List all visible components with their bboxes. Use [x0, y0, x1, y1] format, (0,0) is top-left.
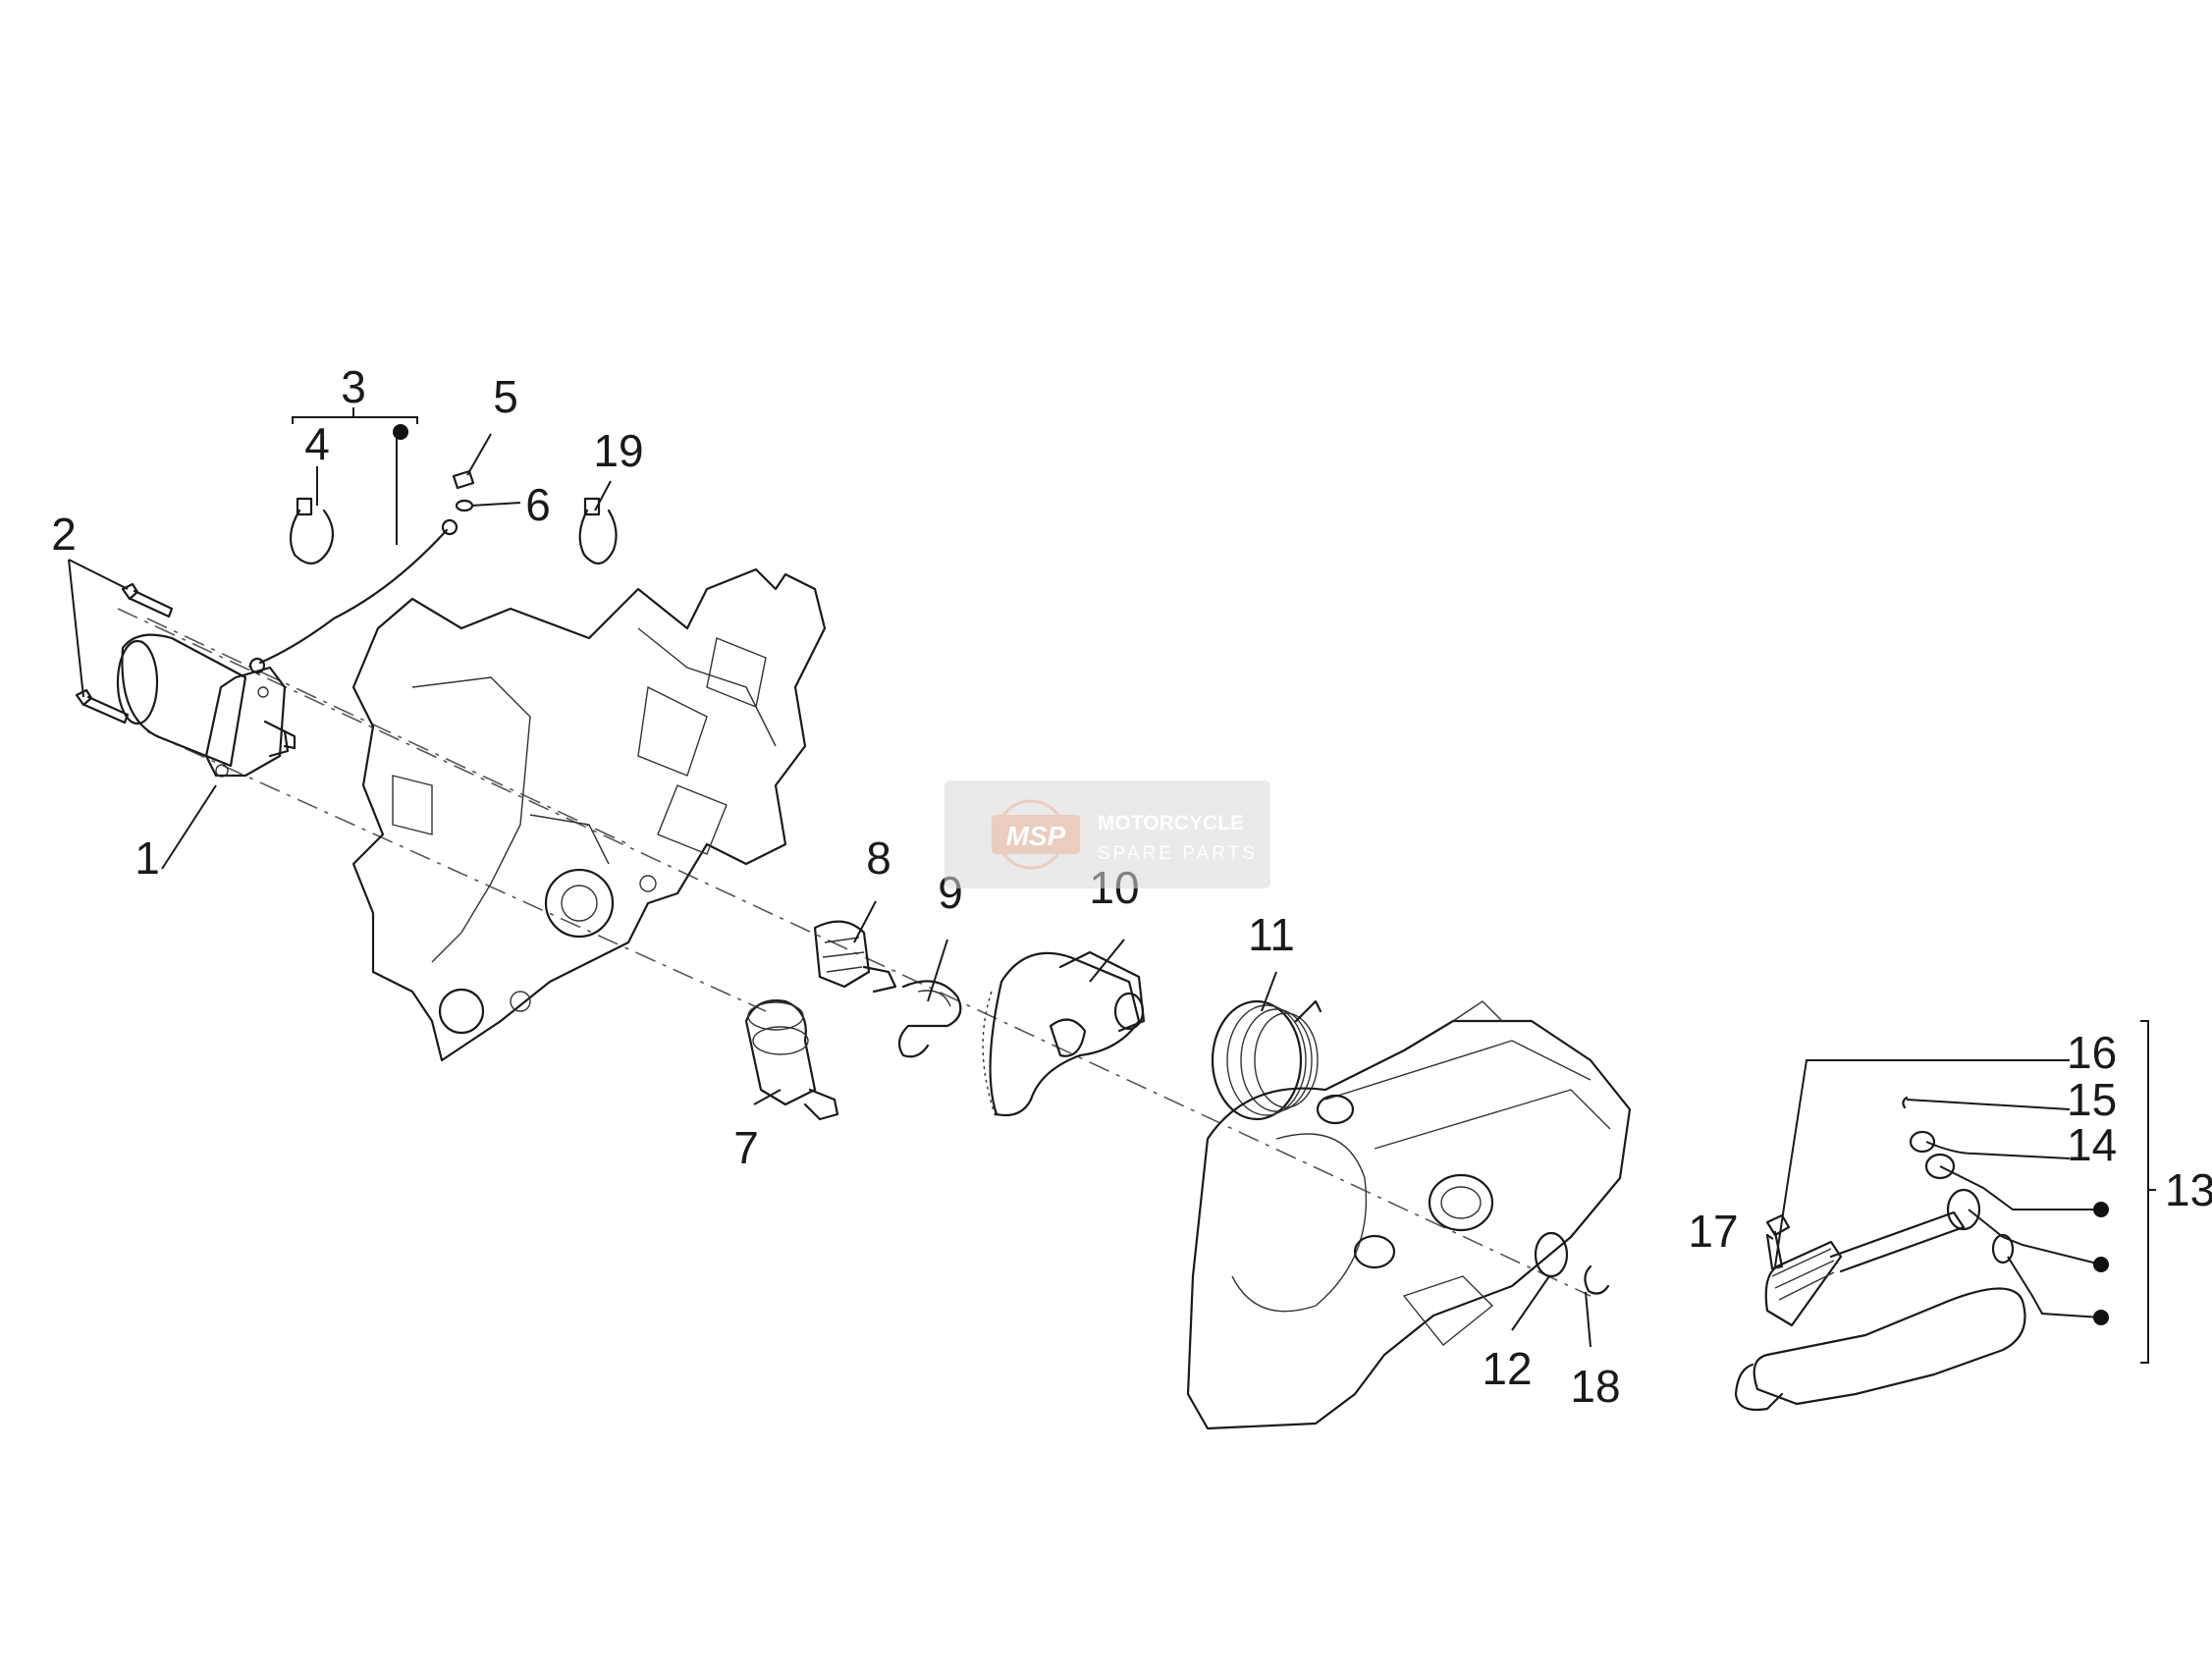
watermark-logo-badge [992, 815, 1080, 854]
callout-15: 15 [2067, 1074, 2117, 1125]
callout-17: 17 [1688, 1206, 1738, 1257]
pinion-sleeve-part [744, 999, 839, 1121]
kickstart-lever-part [1734, 1096, 2026, 1412]
callout-labels: 1 2 3 4 5 6 7 8 9 10 11 12 13 14 15 16 1… [51, 361, 2212, 1412]
watermark-background [944, 780, 1270, 888]
callout-11: 11 [1248, 909, 1295, 960]
cable-clip-part [578, 497, 618, 565]
sector-gear-part [982, 950, 1146, 1120]
starter-motor-part [116, 633, 297, 778]
ref-dot [2093, 1310, 2109, 1325]
callout-8: 8 [866, 833, 891, 884]
assembly-axis-lines [117, 608, 1592, 1297]
ref-dot [2093, 1257, 2109, 1272]
crankcase-drawing [351, 567, 827, 1062]
watermark: MSP MOTORCYCLE SPARE PARTS [944, 780, 1270, 888]
watermark-logo-text: MSP [1006, 821, 1066, 851]
screw-washer-part [452, 469, 475, 512]
callout-12: 12 [1482, 1343, 1532, 1394]
callout-14: 14 [2067, 1119, 2117, 1170]
watermark-line1: MOTORCYCLE [1098, 812, 1244, 834]
reference-dots [393, 424, 2109, 1325]
callout-7: 7 [733, 1122, 759, 1173]
callout-2: 2 [51, 509, 77, 560]
callout-6: 6 [525, 479, 551, 530]
callout-19: 19 [593, 425, 643, 476]
spring-clip-part [897, 980, 962, 1058]
callout-4: 4 [304, 418, 330, 469]
drive-gear-part [813, 920, 897, 994]
callout-1: 1 [135, 833, 160, 884]
callout-16: 16 [2067, 1027, 2117, 1078]
return-spring-part [1211, 999, 1322, 1121]
ground-cable-part [248, 497, 459, 674]
ref-dot [393, 424, 408, 440]
callout-5: 5 [493, 371, 518, 422]
callout-18: 18 [1570, 1361, 1620, 1412]
transmission-cover-drawing [1186, 1000, 1632, 1430]
oring-circlip-parts [1534, 1231, 1610, 1295]
leader-lines [68, 407, 2156, 1364]
callout-13: 13 [2165, 1164, 2212, 1215]
ref-dot [2093, 1202, 2109, 1217]
callout-3: 3 [341, 361, 366, 412]
watermark-line2: SPARE PARTS [1098, 843, 1258, 864]
